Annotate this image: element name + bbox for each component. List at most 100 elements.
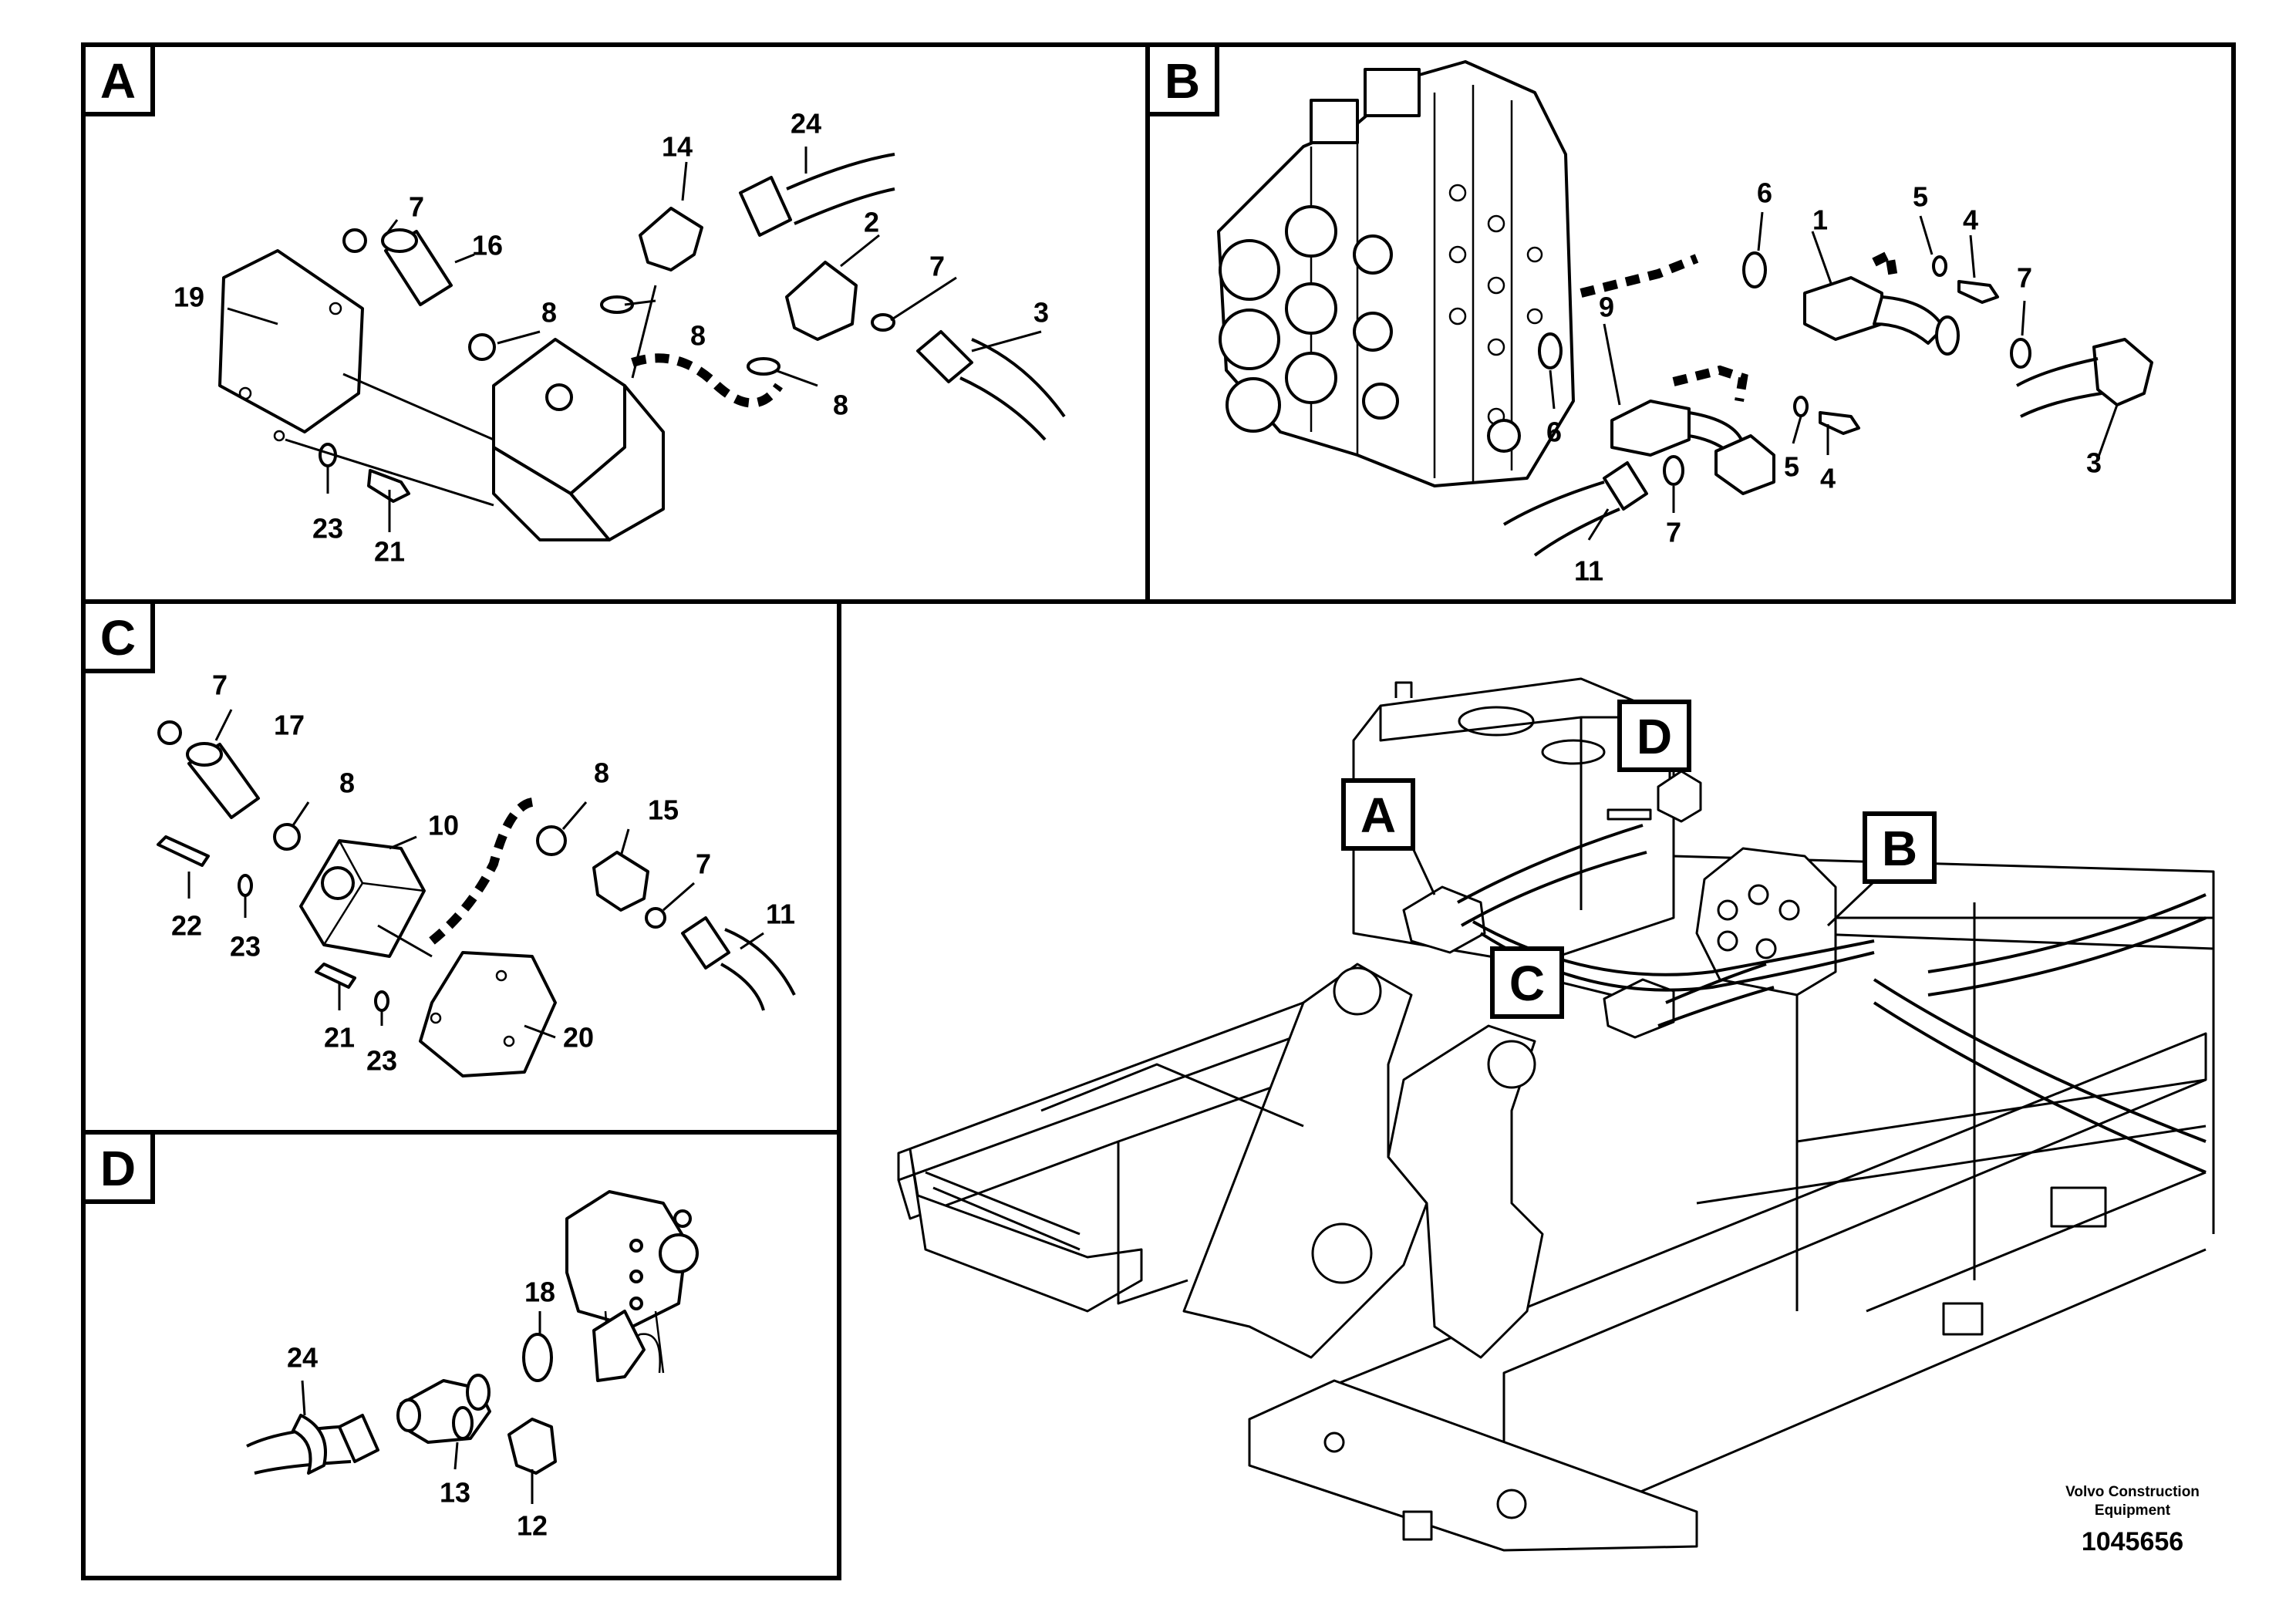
footer: Volvo Construction Equipment 1045656 xyxy=(2065,1484,2200,1556)
fitting-17-end xyxy=(186,742,223,767)
overview-valve-spool xyxy=(1717,899,1738,921)
callout: 21 xyxy=(324,1022,355,1054)
valve-block xyxy=(565,1190,688,1328)
valve-stub-cap xyxy=(592,1310,646,1382)
callout: 5 xyxy=(1913,181,1928,213)
panel-c-tag: C xyxy=(100,610,136,666)
tee-fitting-13-port xyxy=(466,1374,491,1411)
callout: 14 xyxy=(662,131,693,163)
frame-cover-plate xyxy=(1402,1510,1433,1541)
frame-bracket xyxy=(1942,1302,1984,1336)
panel-d-frame xyxy=(81,1130,841,1580)
o-ring-8 xyxy=(747,357,781,376)
elbow-fitting-14 xyxy=(639,207,703,271)
hose-24-nut xyxy=(338,1414,379,1463)
hose-route-dashed xyxy=(1872,248,1898,278)
plate-19-hole xyxy=(273,430,285,442)
washer-23 xyxy=(238,874,253,897)
panel-b: B xyxy=(1145,42,2236,604)
callout: 13 xyxy=(440,1477,470,1509)
tank-label xyxy=(1607,808,1652,821)
o-ring-18 xyxy=(522,1333,553,1382)
control-valve-stack xyxy=(1217,60,1575,487)
valve-bolt-head xyxy=(629,1239,643,1253)
callout: 2 xyxy=(864,207,879,238)
o-ring-7 xyxy=(157,720,182,745)
callout: 7 xyxy=(409,191,424,223)
tee-fitting-13-port xyxy=(396,1398,421,1432)
tank-cap xyxy=(1458,706,1535,737)
plate-20-hole xyxy=(503,1035,515,1047)
frame-cross-lines xyxy=(1696,1078,2207,1313)
bolt-21 xyxy=(315,963,356,989)
callout: 5 xyxy=(1784,451,1799,483)
valve-block-body xyxy=(492,446,611,541)
callout: 3 xyxy=(1033,297,1049,329)
hose-24-collar xyxy=(292,1414,327,1475)
callout: 17 xyxy=(274,710,305,741)
callout: 7 xyxy=(696,848,711,880)
o-ring-8 xyxy=(468,333,496,361)
deck-lines xyxy=(1040,1063,1304,1305)
hose-11-end xyxy=(1603,461,1648,511)
o-ring-6 xyxy=(1538,332,1563,369)
panel-c: C 7 17 8 10 8 15 7 11 2 xyxy=(81,599,841,1135)
callout: 6 xyxy=(1546,416,1562,448)
document-number: 1045656 xyxy=(2082,1527,2183,1556)
callout: 24 xyxy=(791,108,821,140)
panel-a-tag-box xyxy=(81,42,155,116)
overview-tag-box xyxy=(1490,946,1564,1019)
panel-d-tag-box xyxy=(81,1130,155,1204)
fitting-15 xyxy=(592,851,649,912)
callout: 23 xyxy=(230,931,261,963)
tee-fitting-13-port xyxy=(452,1406,474,1440)
overview-valve-spool xyxy=(1717,930,1738,952)
callout: 23 xyxy=(366,1045,397,1077)
washer-5 xyxy=(1793,396,1809,417)
washer-23 xyxy=(374,990,389,1012)
boom-foot-bracket-rear xyxy=(1387,1024,1544,1359)
washer-5 xyxy=(1932,255,1947,277)
overview-valve-a xyxy=(1402,885,1486,954)
o-ring-7 xyxy=(2010,338,2031,369)
overview-tag-leader xyxy=(1826,880,1876,927)
callout: 8 xyxy=(690,320,706,352)
valve-port-small xyxy=(673,1209,692,1228)
flange-9-elbow xyxy=(1714,434,1775,495)
callout: 11 xyxy=(766,899,795,930)
frame-bracket xyxy=(2050,1186,2107,1228)
callout: 4 xyxy=(1820,463,1836,494)
hose-3-end xyxy=(916,330,973,383)
o-ring-7 xyxy=(871,313,895,332)
callout: 8 xyxy=(594,757,609,789)
panel-a: A 24 14 7 xyxy=(81,42,1150,604)
panel-d-tag: D xyxy=(100,1141,136,1196)
elbow-fitting-2 xyxy=(785,261,858,341)
overview-tag-c: C xyxy=(1509,956,1545,1011)
hose-11 xyxy=(1502,481,1620,557)
callout: 12 xyxy=(517,1510,548,1542)
brand-line-2: Equipment xyxy=(2095,1502,2171,1519)
callout: 16 xyxy=(472,230,503,261)
valve-bolt-head xyxy=(629,1270,643,1283)
callout: 20 xyxy=(563,1022,594,1054)
overview-hose xyxy=(1927,893,2207,996)
plate-19 xyxy=(218,249,364,433)
o-ring-7 xyxy=(1663,455,1684,486)
brand-line-1: Volvo Construction xyxy=(2065,1484,2200,1500)
overview-tag-box xyxy=(1341,778,1415,851)
panel-b-tag: B xyxy=(1165,53,1200,109)
callout: 24 xyxy=(287,1342,318,1374)
bolt-22 xyxy=(157,835,210,867)
plate-20-hole xyxy=(495,969,507,982)
panel-c-tag-box xyxy=(81,599,155,673)
overview-tag-leader xyxy=(1561,981,1613,996)
plate-20 xyxy=(419,951,557,1077)
overview-tag-d: D xyxy=(1637,709,1672,764)
step-plate xyxy=(909,1148,1143,1313)
callout: 10 xyxy=(428,810,459,841)
callout: 18 xyxy=(524,1276,555,1308)
callout: 15 xyxy=(648,794,679,826)
o-ring-7 xyxy=(342,228,367,253)
